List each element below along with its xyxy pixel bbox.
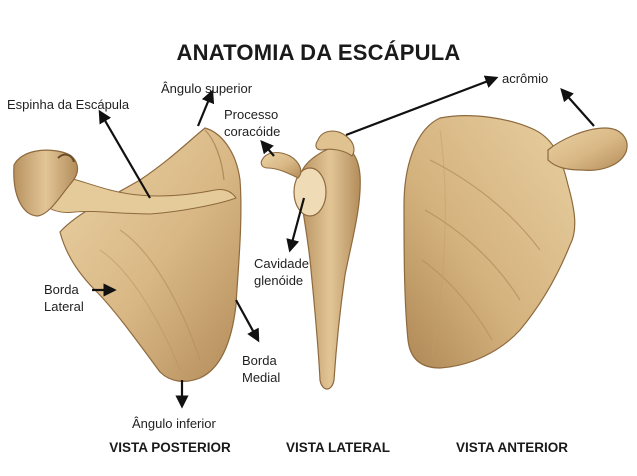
posterior-shade-1 — [119, 229, 201, 361]
label-borda-medial-line2: Medial — [242, 370, 281, 385]
anterior-ridge-3 — [421, 259, 493, 341]
caption-vista-lateral: VISTA LATERAL — [286, 440, 390, 455]
label-borda-medial-line1: Borda — [242, 353, 277, 368]
lateral-coracoid — [260, 151, 302, 179]
label-angulo-superior: Ângulo superior — [161, 81, 253, 96]
label-angulo-inferior: Ângulo inferior — [132, 416, 216, 431]
label-borda-lateral-line2: Lateral — [44, 299, 84, 314]
label-cavidade-line1: Cavidade — [254, 256, 309, 271]
anterior-scapula — [403, 115, 628, 369]
posterior-shade-3 — [204, 129, 225, 181]
arrow-angulo-superior — [196, 89, 215, 127]
arrow-acromio-anterior — [560, 88, 595, 127]
label-acromio: acrômio — [502, 71, 549, 86]
label-cavidade-glenoide: Cavidade glenóide — [254, 255, 309, 289]
arrow-cavidade — [286, 197, 306, 253]
label-borda-lateral: Borda Lateral — [44, 281, 84, 315]
anterior-blade — [403, 115, 576, 369]
anterior-ridge-2 — [424, 209, 521, 301]
posterior-scapula — [13, 127, 242, 382]
posterior-shade-2 — [99, 249, 181, 371]
posterior-notch — [57, 153, 75, 163]
label-espinha-da-escapula: Espinha da Escápula — [7, 97, 130, 112]
label-processo-line1: Processo — [224, 107, 279, 122]
label-borda-medial: Borda Medial — [242, 352, 280, 386]
posterior-spine — [39, 173, 237, 215]
label-processo-coracoide: Processo coracóide — [224, 106, 280, 140]
posterior-acromion — [13, 149, 79, 217]
arrow-espinha — [98, 109, 151, 199]
diagram-title: ANATOMIA DA ESCÁPULA — [176, 40, 461, 65]
label-cavidade-line2: glenóide — [254, 273, 304, 288]
arrow-acromio — [345, 75, 499, 137]
posterior-blade — [59, 127, 242, 382]
anterior-acromion — [547, 127, 628, 171]
anterior-ridge-4 — [431, 129, 446, 356]
arrow-processo — [260, 139, 275, 157]
caption-vista-anterior: VISTA ANTERIOR — [455, 440, 568, 455]
lateral-acromion — [315, 130, 355, 157]
label-processo-line2: coracóide — [224, 124, 281, 139]
label-borda-lateral-line1: Borda — [44, 282, 79, 297]
arrow-borda-medial — [235, 299, 260, 343]
caption-vista-posterior: VISTA POSTERIOR — [109, 440, 231, 455]
